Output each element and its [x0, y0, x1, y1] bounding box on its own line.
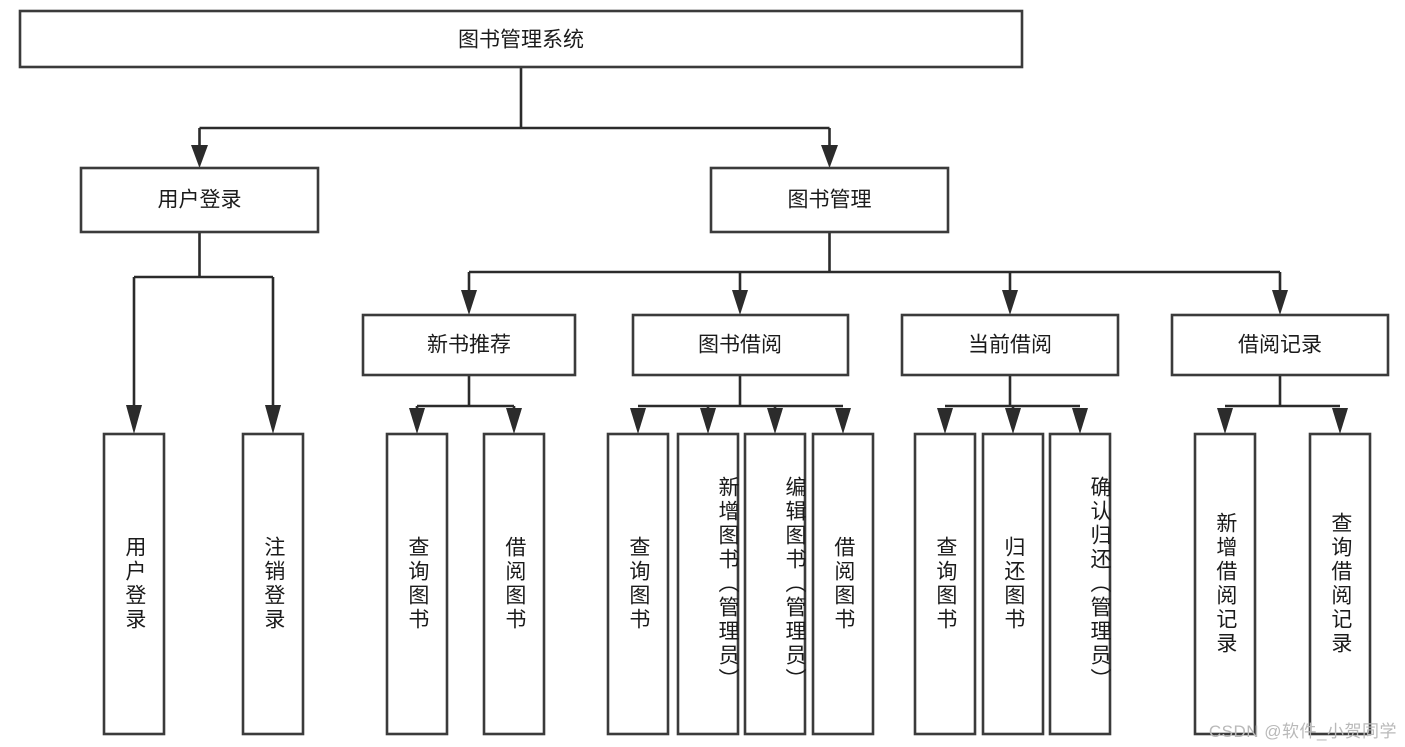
leaf-box-query-book-3[interactable] — [913, 432, 977, 736]
watermark-text: CSDN @软件_小贺同学 — [1208, 722, 1397, 741]
leaf-box-query-book-1[interactable] — [385, 432, 449, 736]
connector-group-new-book-recommend — [409, 375, 522, 434]
arrow-head-leaf-user-logout — [265, 405, 281, 434]
arrow-head-leaf-return-book — [1005, 408, 1021, 434]
node-current-borrow-label: 当前借阅 — [968, 334, 1052, 357]
node-user-login-box[interactable] — [79, 166, 320, 234]
arrow-head-new-book-recommend — [461, 290, 477, 315]
arrow-head-leaf-borrow-book-1 — [506, 408, 522, 434]
arrow-head-leaf-query-book-1 — [409, 408, 425, 434]
arrow-head-leaf-query-book-2 — [630, 408, 646, 434]
leaf-box-return-book[interactable] — [981, 432, 1045, 736]
arrow-head-leaf-add-record — [1217, 408, 1233, 434]
connector-group-root — [191, 67, 838, 168]
node-book-borrow-label: 图书借阅 — [698, 334, 782, 357]
node-new-book-recommend-box[interactable] — [361, 313, 577, 377]
arrow-head-borrow-record — [1272, 290, 1288, 315]
node-new-book-recommend-label: 新书推荐 — [427, 334, 511, 357]
connector-group-current-borrow — [937, 375, 1088, 434]
arrow-head-leaf-edit-book — [767, 408, 783, 434]
leaf-box-borrow-book-2[interactable] — [811, 432, 875, 736]
leaf-box-edit-book[interactable] — [743, 432, 807, 736]
arrow-head-leaf-query-record — [1332, 408, 1348, 434]
leaf-box-query-record[interactable] — [1308, 432, 1372, 736]
arrow-head-leaf-query-book-3 — [937, 408, 953, 434]
leaf-box-query-book-2[interactable] — [606, 432, 670, 736]
leaf-box-confirm-return[interactable] — [1048, 432, 1112, 736]
node-book-manage-label: 图书管理 — [788, 189, 872, 212]
node-borrow-record-label: 借阅记录 — [1238, 334, 1322, 357]
node-root-box[interactable] — [18, 9, 1024, 69]
connector-group-borrow-record — [1217, 375, 1348, 434]
arrow-head-book-borrow — [732, 290, 748, 315]
connector-group-book-borrow — [630, 375, 851, 434]
leaf-box-add-book[interactable] — [676, 432, 740, 736]
arrow-head-current-borrow — [1002, 290, 1018, 315]
connector-group-user-login — [126, 232, 281, 434]
leaf-box-user-login[interactable] — [102, 432, 166, 736]
leaf-box-add-record[interactable] — [1193, 432, 1257, 736]
arrow-head-leaf-user-login — [126, 405, 142, 434]
node-current-borrow-box[interactable] — [900, 313, 1120, 377]
arrow-head-leaf-confirm-return — [1072, 408, 1088, 434]
arrow-head-leaf-borrow-book-2 — [835, 408, 851, 434]
node-book-borrow-box[interactable] — [631, 313, 850, 377]
arrow-head-user-login — [191, 145, 208, 168]
leaf-box-user-logout[interactable] — [241, 432, 305, 736]
node-root-label: 图书管理系统 — [458, 29, 584, 52]
arrow-head-leaf-add-book — [700, 408, 716, 434]
node-book-manage-box[interactable] — [709, 166, 950, 234]
connector-group-book-manage — [461, 232, 1288, 315]
node-borrow-record-box[interactable] — [1170, 313, 1390, 377]
arrow-head-book-manage — [821, 145, 838, 168]
leaf-box-borrow-book-1[interactable] — [482, 432, 546, 736]
node-user-login-label: 用户登录 — [158, 189, 242, 212]
